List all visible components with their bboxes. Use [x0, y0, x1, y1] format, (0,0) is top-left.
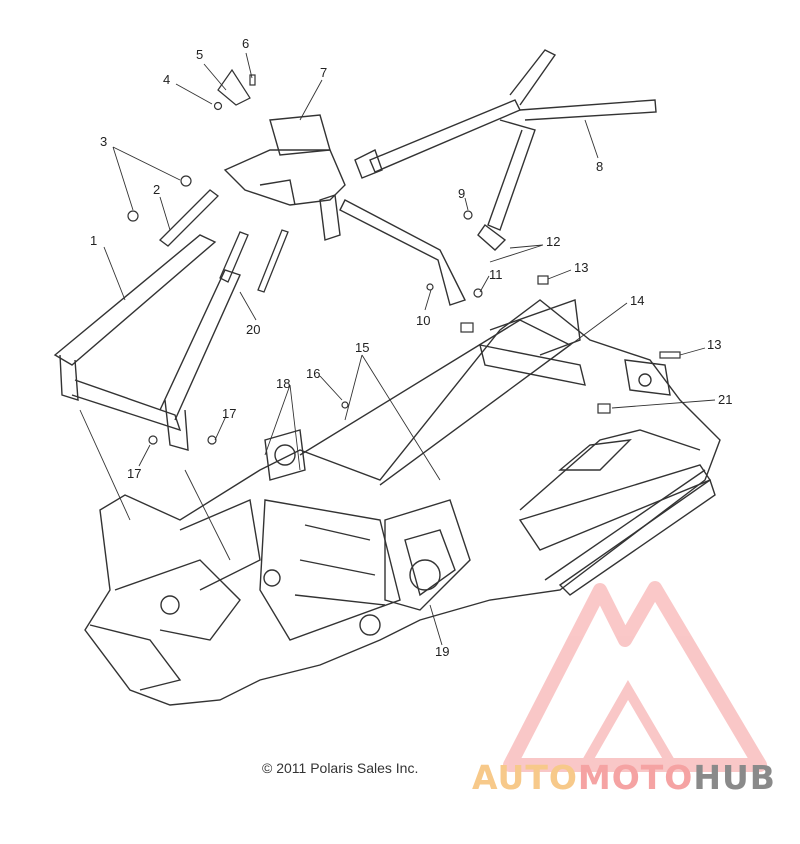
- copyright-notice: © 2011 Polaris Sales Inc.: [262, 760, 419, 776]
- leader-lines: [79, 52, 716, 646]
- callout-1: 1: [90, 233, 97, 248]
- callout-16: 16: [306, 366, 320, 381]
- front-frame-tubes: [53, 234, 241, 451]
- callout-3: 3: [100, 134, 107, 149]
- callout-13-right: 13: [707, 337, 721, 352]
- callout-17-right: 17: [222, 406, 236, 421]
- callout-7: 7: [320, 65, 327, 80]
- brand-part-hub: HUB: [693, 758, 776, 797]
- steering-bracket: [223, 114, 346, 241]
- callout-13-top: 13: [574, 260, 588, 275]
- callout-17-left: 17: [127, 466, 141, 481]
- callout-10: 10: [416, 313, 430, 328]
- callout-9: 9: [458, 186, 465, 201]
- fasteners: [127, 68, 681, 445]
- callout-19: 19: [435, 644, 449, 659]
- callout-12: 12: [546, 234, 560, 249]
- callout-8: 8: [596, 159, 603, 174]
- chassis-frame: [84, 299, 721, 706]
- callout-2: 2: [153, 182, 160, 197]
- callout-5: 5: [196, 47, 203, 62]
- callout-14: 14: [630, 293, 644, 308]
- callout-15: 15: [355, 340, 369, 355]
- brand-part-moto: MOTO: [577, 758, 694, 797]
- top-frame-bars: [339, 49, 657, 306]
- link-rods: [159, 189, 289, 293]
- callout-11: 11: [489, 267, 503, 282]
- callout-4: 4: [163, 72, 170, 87]
- callout-21: 21: [718, 392, 732, 407]
- brand-part-auto: AUTO: [472, 758, 578, 797]
- callout-6: 6: [242, 36, 249, 51]
- watermark-brand: AUTOMOTOHUB: [472, 758, 776, 797]
- callout-20: 20: [246, 322, 260, 337]
- callout-18: 18: [276, 376, 290, 391]
- watermark-logo-icon: [503, 581, 767, 772]
